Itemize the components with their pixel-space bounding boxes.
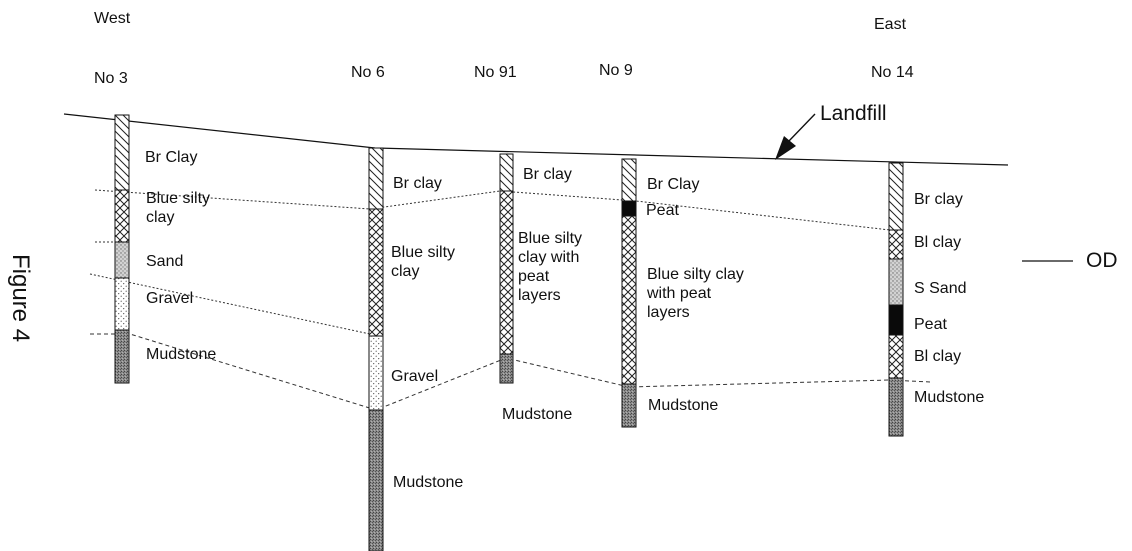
correlation-br-clay-base <box>94 189 891 231</box>
borehole-no-3 <box>114 114 130 384</box>
layer-label: Sand <box>146 253 184 270</box>
borehole-id-no-9: No 9 <box>599 62 633 79</box>
layer-label: Peat <box>646 202 679 219</box>
layer-label: Br Clay <box>145 149 198 166</box>
borehole-no-91 <box>499 153 514 384</box>
layer-label: Br clay <box>914 191 963 208</box>
borehole-no-14 <box>888 162 904 437</box>
layer-label: Br clay <box>523 166 572 183</box>
borehole-id-no-3: No 3 <box>94 70 128 87</box>
layer-label: Bl clay <box>914 234 962 251</box>
borehole-id-no-14: No 14 <box>871 64 914 81</box>
layer-label: Br clay <box>393 175 442 192</box>
layer-label: Blue silty clay <box>146 190 211 226</box>
layer-label: Gravel <box>146 290 194 307</box>
borehole-id-no-91: No 91 <box>474 64 517 81</box>
borehole-no-9 <box>621 158 637 428</box>
layer-label: S Sand <box>914 280 967 297</box>
layer-label: Mudstone <box>393 474 464 491</box>
direction-west: West <box>94 10 131 27</box>
layer-label: Mudstone <box>146 346 217 363</box>
layer-label: Mudstone <box>502 406 573 423</box>
direction-east: East <box>874 16 907 33</box>
layer-label: Blue silty clay with peat layers <box>647 266 744 321</box>
figure-label: Figure 4 <box>7 254 34 343</box>
layer-label: Blue silty clay <box>391 244 456 280</box>
layer-label: Br Clay <box>647 176 700 193</box>
layer-label: Peat <box>914 316 947 333</box>
layer-label: Bl clay <box>914 348 962 365</box>
layer-label: Mudstone <box>648 397 719 414</box>
layer-label: Gravel <box>391 368 439 385</box>
layer-label: Mudstone <box>914 389 985 406</box>
landfill-arrow <box>775 113 816 160</box>
landfill-label: Landfill <box>820 102 887 125</box>
borehole-no-6 <box>368 147 384 551</box>
layer-label: Blue silty clay with peat layers <box>518 230 583 304</box>
od-label: OD <box>1086 249 1118 272</box>
correlation-gravel-top <box>89 273 371 335</box>
borehole-id-no-6: No 6 <box>351 64 385 81</box>
